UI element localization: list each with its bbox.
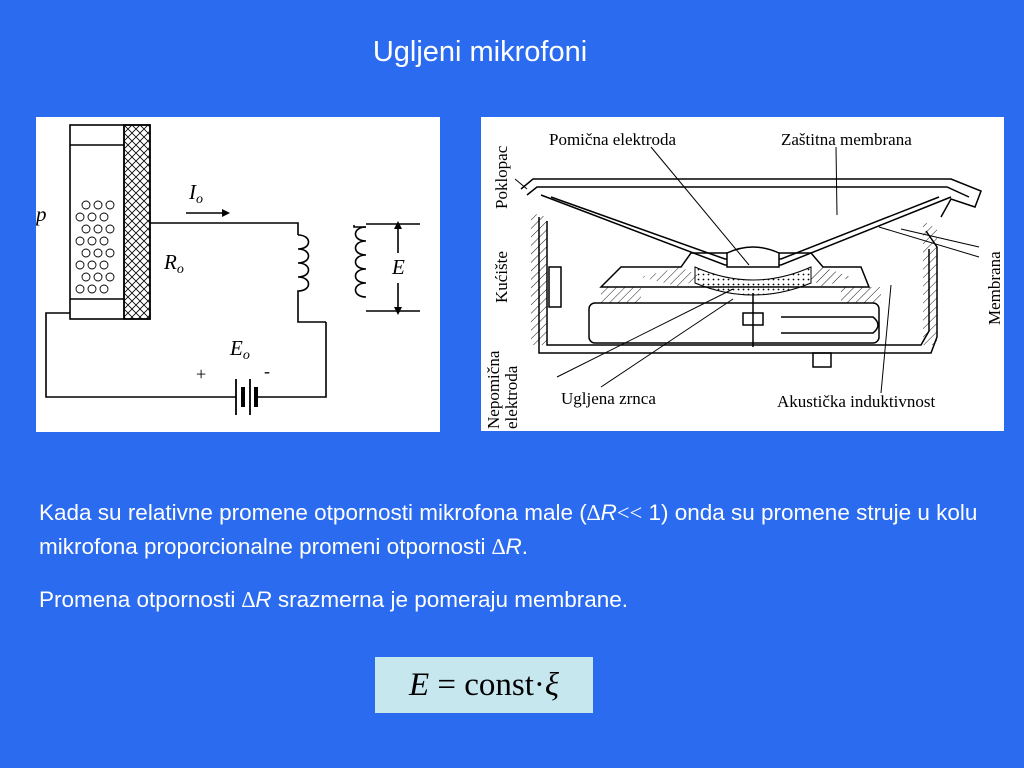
paragraph-membrane-displacement: Promena otpornosti ∆R srazmerna je pomer… <box>39 587 629 612</box>
carbon-granules-region <box>694 266 812 296</box>
current-label: Io <box>188 180 203 207</box>
label-nepomicna: Nepomična <box>484 350 503 429</box>
label-kuciste: Kućište <box>492 251 511 303</box>
primary-coil <box>297 234 310 295</box>
secondary-coil <box>354 226 367 298</box>
label-elektroda: elektroda <box>502 365 521 429</box>
label-pomicna-elektroda: Pomična elektroda <box>549 130 676 149</box>
source-label: Eo <box>229 336 250 363</box>
carbon-granules <box>75 200 115 294</box>
minus-sign: - <box>264 361 270 381</box>
label-akusticka-induktivnost: Akustička induktivnost <box>777 392 935 411</box>
slide-title: Ugljeni mikrofoni <box>372 36 588 68</box>
cover-outline <box>520 178 982 218</box>
wire-top <box>150 222 299 235</box>
diaphragm-hatched <box>123 124 151 320</box>
paragraph-resistance-change: Kada su relativne promene otpornosti mik… <box>39 500 978 559</box>
formula-box: E = const·ξ <box>375 657 593 713</box>
label-poklopac: Poklopac <box>492 145 511 209</box>
emf-label: E <box>391 255 405 279</box>
label-zastitna-membrana: Zaštitna membrana <box>781 130 912 149</box>
resistance-label: Ro <box>163 250 184 277</box>
microphone-cross-section: Pomična elektroda Zaštitna membrana Uglj… <box>481 117 1004 431</box>
circuit-diagram: p Io Ro E Eo + - <box>36 117 440 432</box>
label-ugljena-zrnca: Ugljena zrnca <box>561 389 656 408</box>
plus-sign: + <box>196 364 206 384</box>
label-membrana: Membrana <box>985 251 1004 325</box>
pressure-label: p <box>36 202 47 226</box>
